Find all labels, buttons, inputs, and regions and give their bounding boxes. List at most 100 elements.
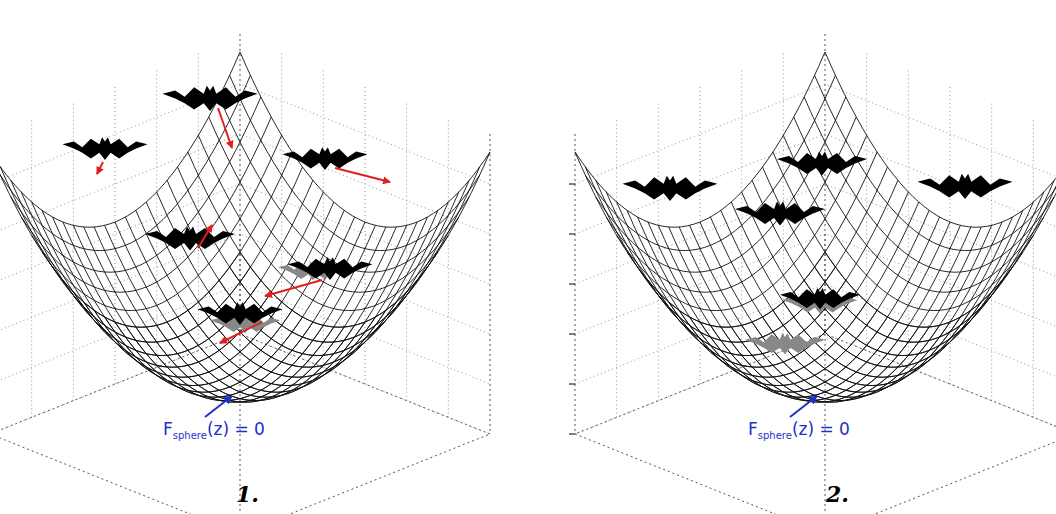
mesh-line <box>157 192 407 367</box>
tick-mark <box>569 434 575 435</box>
mesh-line <box>73 225 323 400</box>
tick-mark <box>569 384 575 385</box>
mesh-line <box>84 227 334 402</box>
grid-line <box>575 334 1056 434</box>
grid-line <box>281 51 282 351</box>
grid-line <box>908 67 909 367</box>
panel-number: 1. <box>236 483 259 505</box>
mesh-line <box>731 202 981 377</box>
formula-label: sphere <box>173 431 207 441</box>
grid-line <box>866 51 867 351</box>
mesh-line <box>209 192 459 367</box>
velocity-arrow <box>218 108 232 148</box>
mesh-line <box>825 152 1056 327</box>
mesh-line <box>21 117 271 292</box>
mesh-line <box>627 210 877 385</box>
axis-box <box>0 334 240 434</box>
pointer-arrow <box>205 396 232 417</box>
bat <box>735 202 825 226</box>
mesh-line <box>752 222 1002 397</box>
velocity-arrow <box>335 168 390 182</box>
mesh-line <box>240 152 490 327</box>
mesh-line <box>585 167 835 342</box>
mesh-line <box>230 167 480 342</box>
paraboloid-mesh <box>0 34 490 514</box>
mesh-line <box>94 227 344 402</box>
bat-shadow <box>745 333 825 354</box>
bat <box>918 174 1013 199</box>
grid-line <box>0 284 490 384</box>
mesh-line <box>804 97 1054 272</box>
grid-line <box>323 67 324 367</box>
mesh-line <box>606 117 856 292</box>
mesh-line <box>115 222 365 397</box>
tick-mark <box>569 184 575 185</box>
mesh-line <box>136 227 386 402</box>
paraboloid-mesh <box>569 34 1056 514</box>
mesh-line <box>575 52 825 227</box>
mesh-line <box>596 97 846 272</box>
mesh-line <box>84 202 334 377</box>
mesh-line <box>679 210 929 385</box>
mesh-line <box>638 217 888 392</box>
bat <box>63 137 148 160</box>
velocity-arrow <box>97 162 103 174</box>
grid-line <box>658 101 659 401</box>
formula-label: (z) = 0 <box>792 421 850 438</box>
mesh-line <box>679 227 929 402</box>
bat <box>163 86 258 111</box>
mesh-line <box>94 210 344 385</box>
mesh-line <box>690 217 940 392</box>
grid-line <box>575 84 1056 184</box>
grid-line <box>575 134 1056 234</box>
velocity-arrow <box>265 280 322 296</box>
mesh-line <box>721 210 971 385</box>
mesh-line <box>742 225 992 400</box>
mesh-line <box>136 210 386 385</box>
grid-line <box>1033 117 1034 417</box>
mesh-line <box>0 167 250 342</box>
mesh-line <box>53 217 303 392</box>
mesh-line <box>125 225 375 400</box>
velocity-arrow <box>220 322 262 343</box>
tick-mark <box>569 334 575 335</box>
grid-line <box>448 117 449 417</box>
axis-box <box>240 434 490 514</box>
mesh-line <box>596 180 846 355</box>
bat <box>198 302 283 325</box>
bat <box>283 147 368 170</box>
pointer-arrow <box>790 396 817 417</box>
mesh-line <box>209 117 459 292</box>
bat <box>288 257 373 280</box>
mesh-line <box>167 180 417 355</box>
bat <box>145 227 235 251</box>
formula-label: sphere <box>758 431 792 441</box>
mesh-line <box>11 180 261 355</box>
mesh-line <box>157 225 407 400</box>
grid-line <box>0 184 490 284</box>
mesh-line <box>219 97 469 272</box>
mesh-line <box>731 227 981 402</box>
formula-label: F <box>748 421 758 438</box>
mesh-line <box>606 192 856 367</box>
mesh-line <box>105 217 355 392</box>
axis-box <box>0 434 240 514</box>
mesh-line <box>815 167 1056 342</box>
mesh-line <box>700 222 950 397</box>
grid-line <box>156 67 157 367</box>
tick-mark <box>569 234 575 235</box>
mesh-line <box>794 117 1044 292</box>
mesh-line <box>240 52 490 227</box>
bats <box>63 86 1013 355</box>
mesh-line <box>42 210 292 385</box>
bat <box>777 152 867 176</box>
mesh-line <box>794 192 1044 367</box>
mesh-line <box>146 227 396 402</box>
mesh-line <box>669 202 919 377</box>
mesh-line <box>21 192 271 367</box>
mesh-line <box>11 97 261 272</box>
mesh-line <box>804 180 1054 355</box>
formula-label: (z) = 0 <box>207 421 265 438</box>
